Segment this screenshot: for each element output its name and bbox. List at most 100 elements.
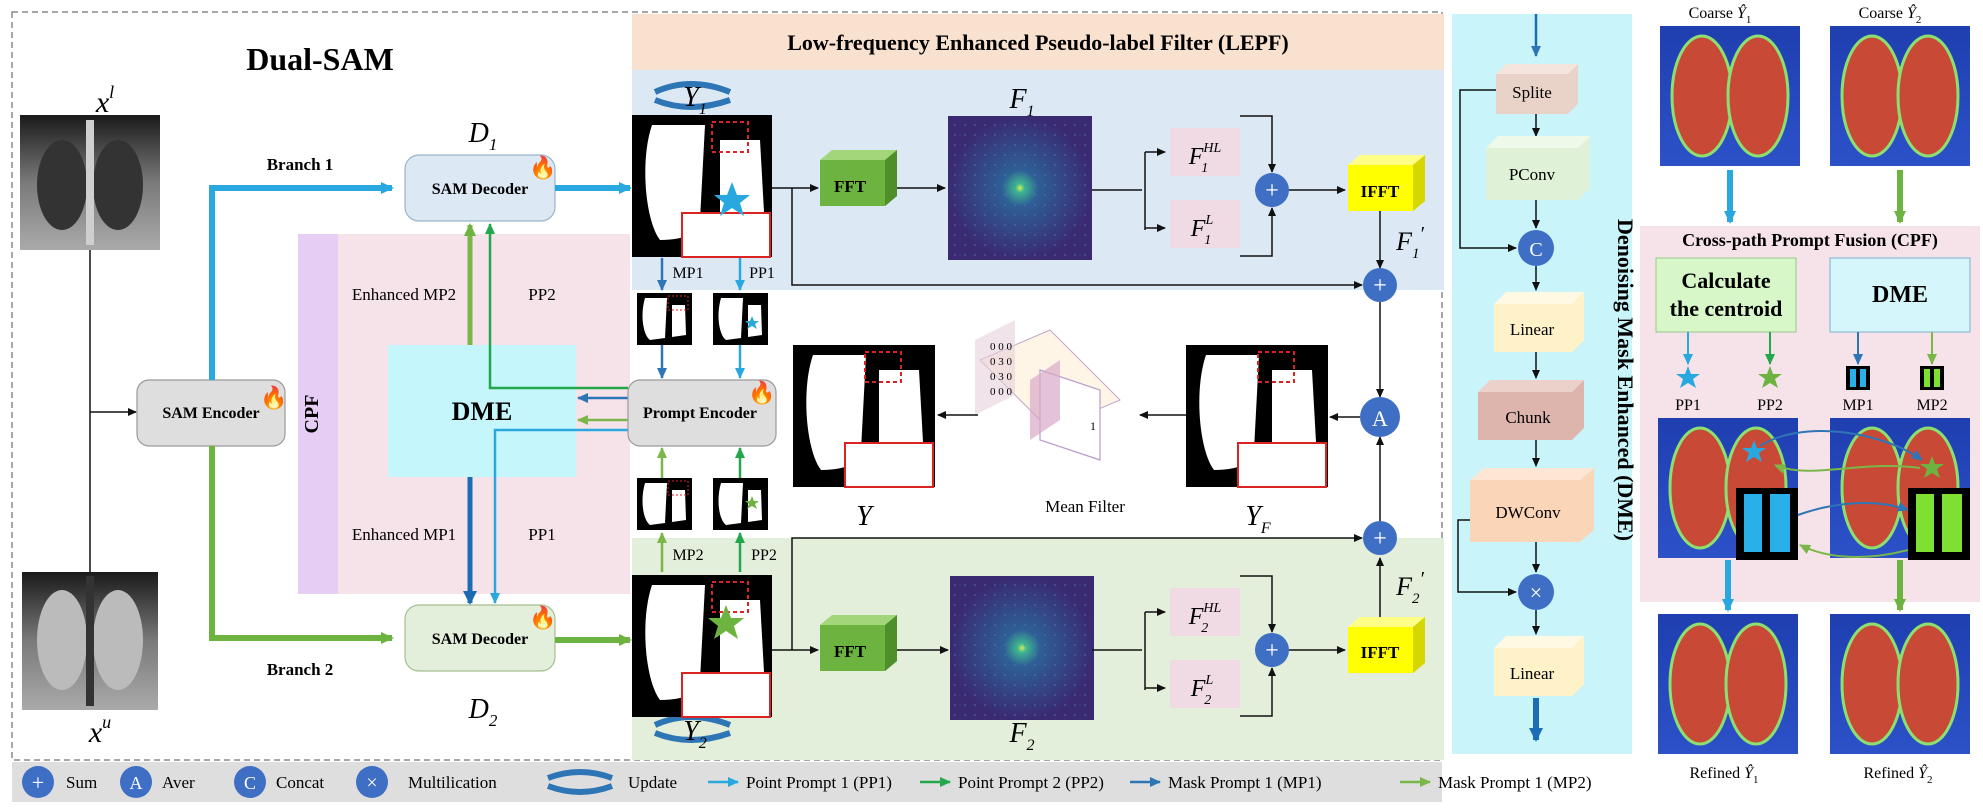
- ifft-block-1: IFFT: [1348, 155, 1425, 211]
- linear2-label: Linear: [1510, 664, 1555, 683]
- cpf-dme-box: [1829, 257, 1971, 333]
- svg-text:+: +: [32, 770, 44, 795]
- fft-spectrum-1: [948, 116, 1092, 260]
- svg-text:+: +: [1373, 273, 1387, 299]
- mp1-label: MP1: [672, 265, 703, 282]
- sam-decoder-1-label: SAM Decoder: [432, 181, 528, 198]
- cpf-sidebar: [298, 234, 338, 594]
- refined-heatmap-2: [1830, 614, 1970, 754]
- splite-block: Splite: [1496, 64, 1578, 114]
- svg-text:Multilication: Multilication: [408, 773, 497, 792]
- mp2-label: MP2: [672, 547, 703, 564]
- cpf-title: Cross-path Prompt Fusion (CPF): [1682, 230, 1938, 251]
- concat-circle: C: [1518, 230, 1554, 266]
- svg-text:0 0 0: 0 0 0: [990, 341, 1013, 353]
- mean-filter-label: Mean Filter: [1045, 497, 1125, 516]
- fft-label-1: FFT: [834, 177, 867, 196]
- legend-sum: + Sum: [22, 766, 97, 798]
- svg-text:Concat: Concat: [276, 773, 324, 792]
- svg-text:A: A: [130, 773, 143, 793]
- sam-decoder-2-label: SAM Decoder: [432, 631, 528, 648]
- fft-spectrum-2: [950, 576, 1094, 720]
- dme-title: Denoising Mask Enhanced (DME): [1613, 219, 1638, 541]
- fusion-heatmap-1: [1658, 418, 1798, 560]
- svg-text:0 0 0: 0 0 0: [990, 386, 1013, 398]
- y2-hat-label: Y2: [683, 716, 707, 752]
- mask-yf: [1186, 345, 1328, 488]
- svg-text:Point Prompt 1 (PP1): Point Prompt 1 (PP1): [746, 773, 892, 792]
- y1-hat-label: Y1: [683, 82, 707, 118]
- mult-circle: ×: [1518, 574, 1554, 610]
- fire-icon: 🔥: [529, 155, 556, 180]
- svg-text:+: +: [1265, 638, 1279, 664]
- dme-box: [388, 345, 576, 477]
- lepf-header: [632, 14, 1444, 70]
- sum-circle-y2: +: [1363, 521, 1397, 555]
- yf-label: YF: [1245, 501, 1271, 537]
- yhat-label: Y: [856, 501, 875, 532]
- calc-line2: the centroid: [1670, 296, 1783, 321]
- svg-text:Mask Prompt 1 (MP1): Mask Prompt 1 (MP1): [1168, 773, 1321, 792]
- svg-text:0 3 0: 0 3 0: [990, 356, 1013, 368]
- cpf-pp1-label: PP1: [528, 525, 555, 544]
- f1-prime-label: F1′: [1395, 223, 1424, 262]
- unlabeled-xray: [22, 572, 158, 710]
- f2-l-box: [1170, 660, 1240, 708]
- sum-circle-y1: +: [1363, 268, 1397, 302]
- star-icon: [1758, 366, 1782, 388]
- cpf-dme-label: DME: [1872, 282, 1928, 308]
- svg-text:+: +: [1265, 178, 1279, 204]
- f1-l-box: [1170, 200, 1240, 248]
- branch2-label: Branch 2: [267, 660, 334, 679]
- linear-block-1: Linear: [1494, 292, 1584, 352]
- linear1-label: Linear: [1510, 320, 1555, 339]
- mask-y2: [632, 575, 772, 718]
- f2-prime-label: F2′: [1395, 568, 1424, 607]
- coarse-heatmap-1: [1660, 26, 1800, 166]
- rp-pp1: PP1: [1675, 397, 1701, 414]
- cpf-label: CPF: [301, 395, 323, 434]
- ifft-block-2: IFFT: [1348, 617, 1425, 673]
- f2-label: F2: [1008, 718, 1034, 754]
- mp1-thumb: [637, 293, 692, 345]
- star-icon: [1676, 366, 1700, 388]
- fft-label-2: FFT: [834, 642, 867, 661]
- svg-text:Mask Prompt 1 (MP2): Mask Prompt 1 (MP2): [1438, 773, 1591, 792]
- svg-text:Update: Update: [628, 773, 677, 792]
- ifft-label-2: IFFT: [1361, 643, 1400, 662]
- svg-text:Sum: Sum: [66, 773, 97, 792]
- labeled-input-label: xl: [95, 82, 114, 119]
- legend-pp2: Point Prompt 2 (PP2): [920, 773, 1104, 792]
- sum-circle-f1: +: [1255, 173, 1289, 207]
- svg-text:Point Prompt 2 (PP2): Point Prompt 2 (PP2): [958, 773, 1104, 792]
- f1-label: F1: [1008, 84, 1034, 120]
- svg-text:C: C: [1529, 239, 1542, 261]
- cpf-pp2-label: PP2: [528, 285, 555, 304]
- coarse-heatmap-2: [1830, 26, 1970, 166]
- fft-block-2: FFT: [820, 615, 897, 671]
- f2-hl-box: [1170, 588, 1240, 636]
- svg-text:A: A: [1372, 406, 1388, 431]
- sam-encoder-label: SAM Encoder: [162, 405, 259, 422]
- labeled-xray: [20, 115, 160, 250]
- f1-hl-box: [1170, 128, 1240, 176]
- legend-concat: C Concat: [234, 766, 324, 798]
- prompt-encoder-block: Prompt Encoder 🔥: [627, 379, 777, 447]
- svg-text:×: ×: [366, 772, 377, 794]
- update-icon: [653, 81, 732, 110]
- branch1-label: Branch 1: [267, 155, 334, 174]
- rp-mp1: MP1: [1842, 397, 1873, 414]
- sam-decoder-2: SAM Decoder 🔥: [404, 604, 557, 672]
- mp2-mini-mask: [1920, 366, 1944, 390]
- legend-aver: A Aver: [120, 766, 195, 798]
- svg-text:×: ×: [1530, 580, 1542, 605]
- chunk-block: Chunk: [1478, 380, 1584, 440]
- svg-text:1: 1: [1090, 419, 1096, 433]
- fire-icon: 🔥: [748, 380, 775, 405]
- pp1-thumb: [713, 293, 768, 345]
